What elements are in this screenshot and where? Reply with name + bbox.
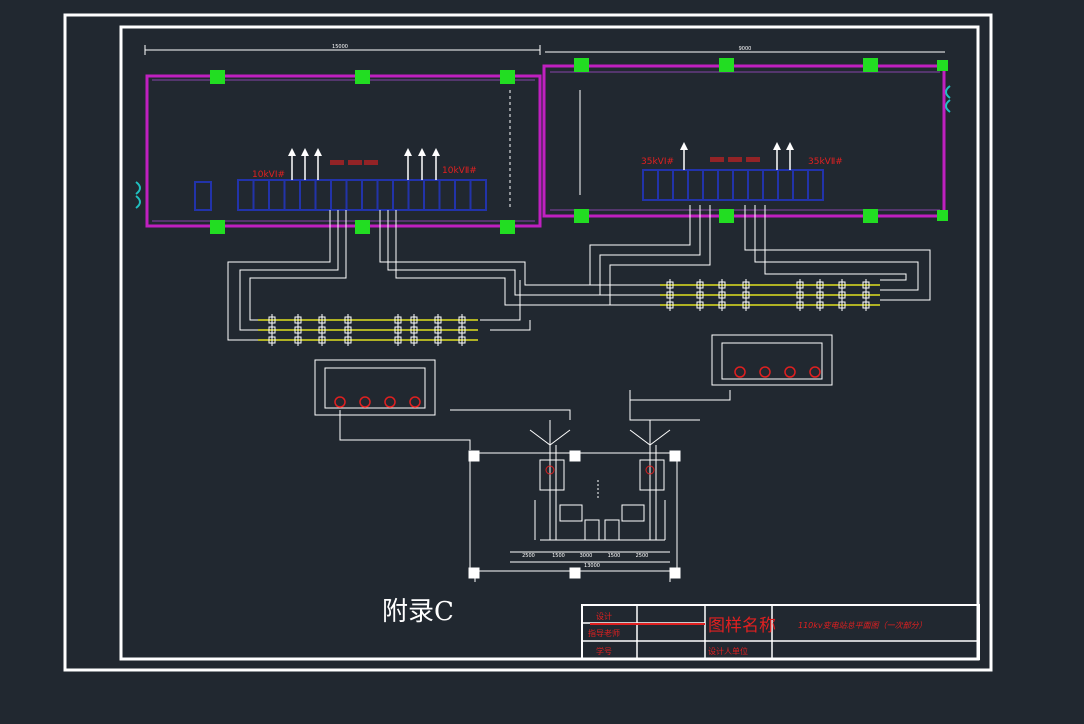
- outer-frame: [63, 13, 993, 672]
- column-marker: [863, 209, 878, 223]
- cable-routes: [227, 205, 931, 450]
- switchgear-cabinet: [687, 169, 704, 201]
- column-marker: [500, 70, 515, 84]
- switchgear-cabinet: [299, 179, 317, 211]
- column-marker: [937, 210, 948, 221]
- switchgear-cabinet: [438, 179, 456, 211]
- switchgear-cabinet: [392, 179, 410, 211]
- column-marker: [574, 209, 589, 223]
- switchgear-cabinet: [361, 179, 379, 211]
- switchgear-cabinet: [657, 169, 674, 201]
- switchgear-cabinet: [376, 179, 394, 211]
- door-symbol: [945, 85, 951, 113]
- switchgear-cabinet: [454, 179, 472, 211]
- right-room-dim: 9000: [739, 46, 752, 52]
- bus-10kv-1-label: 10kVⅠ#: [252, 170, 285, 180]
- switchgear-cabinet: [330, 179, 348, 211]
- column-marker: [863, 58, 878, 72]
- inner-frame: [119, 25, 980, 661]
- column-marker: [500, 220, 515, 234]
- left-room-dim: 15000: [332, 44, 348, 50]
- feeder-arrow-icon: [680, 142, 688, 170]
- bus-35kv-1-label: 35kVⅠ#: [641, 157, 674, 167]
- switchgear-cabinet: [407, 179, 425, 211]
- switchgear-cabinet: [747, 169, 764, 201]
- right-switchgear-room: 9000 35kVⅠ# 35kVⅡ#: [542, 46, 951, 223]
- column-marker: [937, 60, 948, 71]
- switchgear-cabinet: [252, 179, 270, 211]
- switchgear-cabinet: [469, 179, 487, 211]
- switchgear-cabinet: [792, 169, 809, 201]
- column-marker: [719, 209, 734, 223]
- switchgear-cabinet: [314, 179, 332, 211]
- left-switchgear-room: 15000 10kVⅠ# 10kVⅡ#: [135, 44, 542, 234]
- title-row1-label: 设计: [596, 611, 612, 621]
- column-marker: [355, 220, 370, 234]
- yard-dim-label: 1500: [552, 553, 565, 559]
- feeder-arrow-icon: [418, 148, 426, 180]
- appendix-label: 附录C: [382, 597, 454, 627]
- feeder-arrow-icon: [432, 148, 440, 180]
- feeder-arrow-icon: [773, 142, 781, 170]
- column-marker: [210, 70, 225, 84]
- right-transformer-bay: [660, 279, 880, 386]
- feeder-arrow-icon: [786, 142, 794, 170]
- bus-35kv-2-label: 35kVⅡ#: [808, 157, 843, 167]
- feeder-arrow-icon: [314, 148, 322, 180]
- door-symbol: [135, 181, 141, 209]
- switchgear-cabinet: [807, 169, 824, 201]
- switchgear-cabinet: [423, 179, 441, 211]
- column-marker: [355, 70, 370, 84]
- yard-dim-label: 2500: [522, 553, 535, 559]
- column-marker: [210, 220, 225, 234]
- title-block: 设计 指导老师 学号 图样名称 110kv变电站总平面图（一次部分） 设计人单位: [581, 604, 980, 660]
- switchgear-cabinet: [762, 169, 779, 201]
- title-row3-label: 学号: [596, 646, 612, 656]
- column-marker: [719, 58, 734, 72]
- switchgear-cabinet: [717, 169, 734, 201]
- drawing-name-value: 110kv变电站总平面图（一次部分）: [798, 621, 927, 630]
- yard-total-dim: 13000: [584, 563, 600, 569]
- yard-dim-label: 3000: [580, 553, 593, 559]
- title-row2-label: 指导老师: [588, 628, 620, 638]
- switchgear-cabinet: [237, 179, 255, 211]
- left-transformer-bay: [258, 314, 478, 416]
- feeder-arrow-icon: [301, 148, 309, 180]
- switchgear-cabinet: [268, 179, 286, 211]
- drawing-name-label: 图样名称: [708, 616, 776, 636]
- switchgear-cabinet: [777, 169, 794, 201]
- switchgear-cabinet: [732, 169, 749, 201]
- designer-label: 设计人单位: [708, 646, 748, 656]
- outdoor-110kv-yard: [468, 420, 681, 582]
- switchgear-cabinet: [672, 169, 689, 201]
- bus-10kv-2-label: 10kVⅡ#: [442, 166, 477, 176]
- yard-dim-label: 1500: [608, 553, 621, 559]
- yard-dim-label: 2500: [636, 553, 649, 559]
- feeder-arrow-icon: [288, 148, 296, 180]
- switchgear-cabinet: [345, 179, 363, 211]
- switchgear-cabinet: [642, 169, 659, 201]
- switchgear-cabinet: [283, 179, 301, 211]
- feeder-arrow-icon: [404, 148, 412, 180]
- switchgear-cabinet: [702, 169, 719, 201]
- column-marker: [574, 58, 589, 72]
